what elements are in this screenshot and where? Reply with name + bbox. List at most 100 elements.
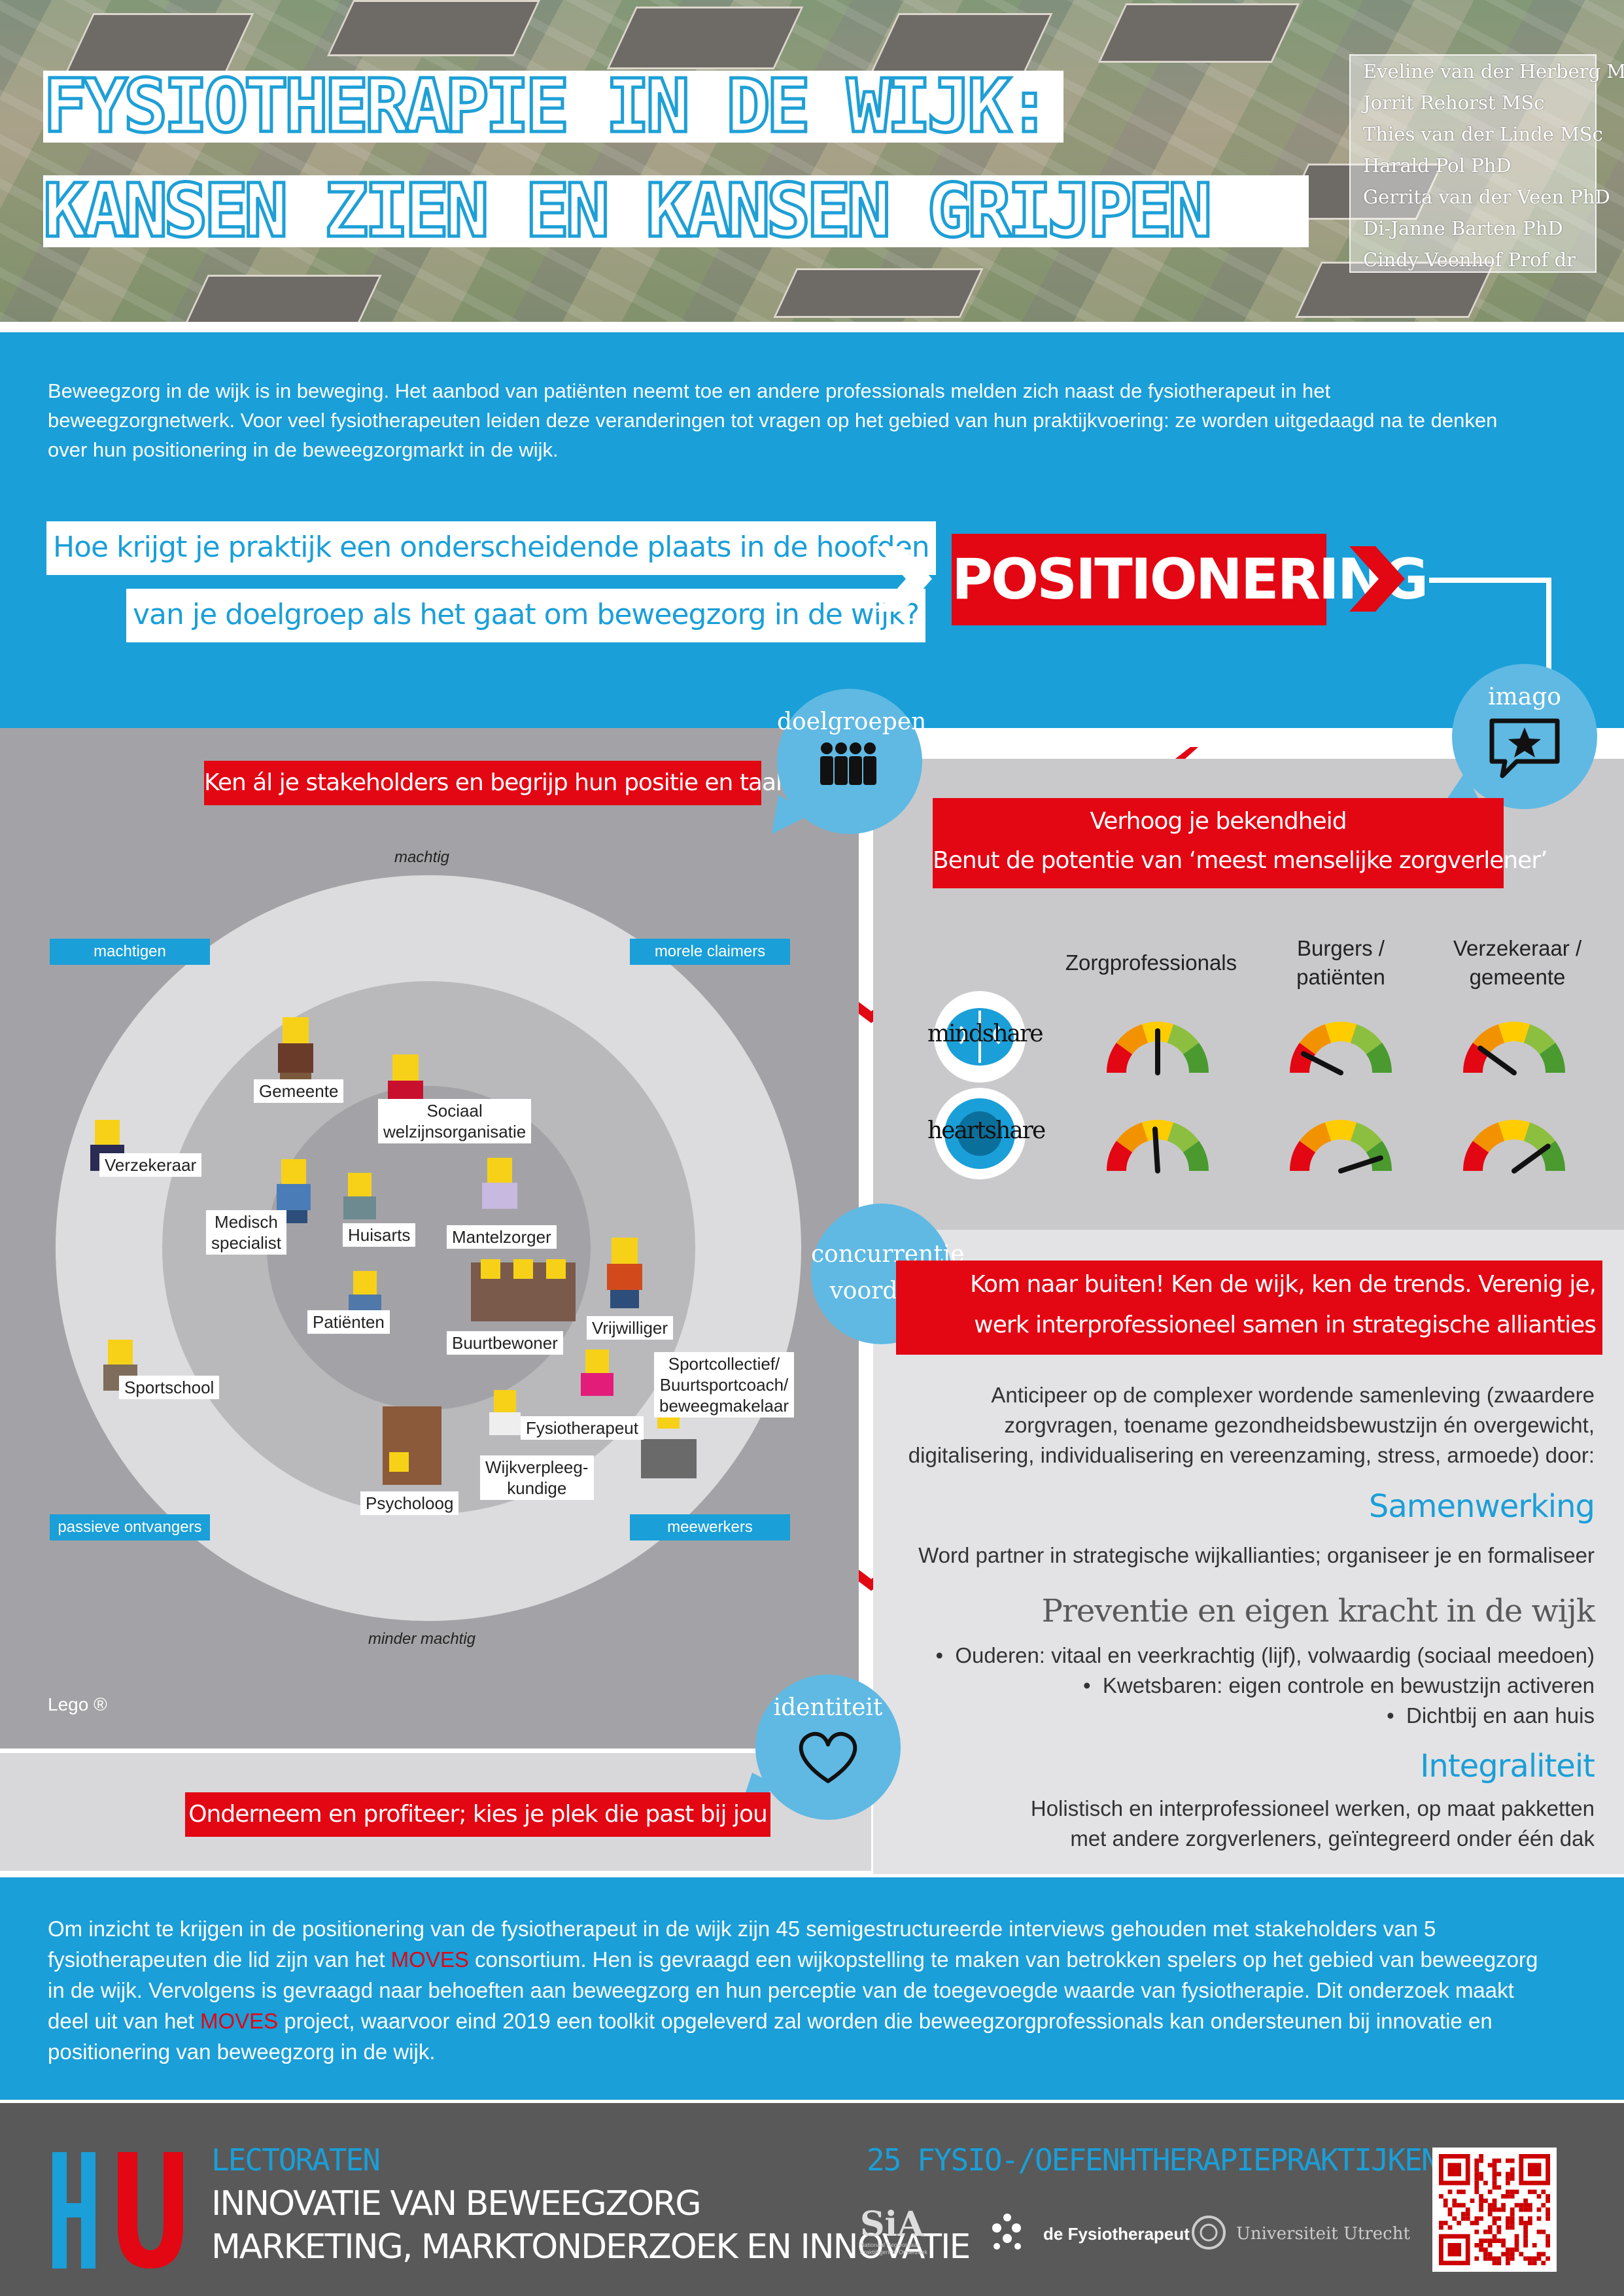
identiteit-banner: Onderneem en profiteer; kies je plek die…	[185, 1792, 770, 1837]
gauge-needle	[1152, 1126, 1160, 1174]
gauge-mindshare-0	[1107, 1022, 1209, 1075]
title-line-2: KANSEN ZIEN EN KANSEN GRIJPEN	[42, 169, 1214, 254]
fysio-dots-icon	[992, 2214, 1021, 2250]
bubble-doelgroepen-label: doelgroepen	[777, 708, 927, 735]
figure-label-buurtbewoner: Buurtbewoner	[447, 1331, 563, 1355]
qr-code[interactable]	[1432, 2148, 1557, 2272]
uu-logo: Universiteit Utrecht	[1236, 2224, 1410, 2244]
author: Gerrita van der Veen PhD	[1363, 186, 1610, 208]
anticipeer-line3: digitalisering, individualisering en ver…	[908, 1443, 1595, 1467]
gauge-segment	[1183, 1043, 1209, 1073]
star-speech-icon	[1489, 718, 1560, 778]
quadrant-machtigen: machtigen	[50, 939, 210, 965]
preventie-bullet-2: • Kwetsbaren: eigen controle en bewustzi…	[1083, 1673, 1595, 1697]
concurrentie-banner-line1: Kom naar buiten! Ken de wijk, ken de tre…	[970, 1271, 1597, 1298]
gauge-segment	[1366, 1043, 1392, 1073]
gauge-segment	[1167, 1024, 1200, 1054]
question-line-2: van je doelgroep als het gaat om beweegz…	[126, 589, 926, 642]
figure-label-sociaal: Sociaal welzijnsorganisatie	[378, 1099, 532, 1143]
gauge-segment	[1523, 1024, 1556, 1054]
integraliteit-line2: met andere zorgverleners, geïntegreerd o…	[1070, 1826, 1595, 1851]
fysiotherapeut-logo: de Fysiotherapeut	[1043, 2224, 1190, 2244]
red-chevron-icon	[1349, 546, 1405, 612]
imago-banner: Verhoog je bekendheid Benut de potentie …	[933, 798, 1548, 888]
bubble-identiteit-label: identiteit	[773, 1694, 883, 1721]
gauge-grid	[1107, 1022, 1565, 1174]
author: Thies van der Linde MSc	[1363, 123, 1603, 145]
brain-icon	[946, 1008, 1014, 1066]
sia-text: SiA	[860, 2204, 924, 2244]
integraliteit-line1: Holistisch en interprofessioneel werken,…	[1030, 1796, 1595, 1820]
lectoraat-line-1: INNOVATIE VAN BEWEEGZORG	[211, 2184, 702, 2223]
mindshare-circle	[934, 991, 1026, 1083]
gauge-needle	[1477, 1045, 1517, 1075]
preventie-bullets: • Ouderen: vitaal en veerkrachtig (lijf)…	[890, 1641, 1595, 1731]
method-band	[0, 1877, 1624, 2100]
figure-label-patienten: Patiënten	[307, 1310, 390, 1334]
gauge-segment	[1472, 1122, 1505, 1153]
bullet-text: Ouderen: vitaal en veerkrachtig (lijf), …	[955, 1643, 1595, 1667]
method-text: Om inzicht te krijgen in de positionerin…	[48, 1913, 1552, 2067]
moves-highlight: MOVES	[200, 2009, 279, 2033]
sia-logo: SiA Nationaal Regieorgaan Praktijkgerich…	[860, 2208, 991, 2260]
integraliteit-heading: Integraliteit	[1420, 1748, 1595, 1784]
house-roof	[773, 268, 984, 318]
method-text-part: . Hen is gevraagd een wijkopstelling te …	[48, 1947, 1538, 2033]
gauge-segment	[1350, 1024, 1383, 1054]
figure-label-gemeente: Gemeente	[254, 1079, 344, 1103]
house-roof	[606, 7, 804, 69]
gauge-segment	[1290, 1043, 1316, 1073]
gauge-needle	[1512, 1143, 1551, 1174]
stakeholder-banner: Ken ál je stakeholders en begrijp hun po…	[204, 761, 782, 805]
heart-icon	[799, 1731, 857, 1783]
anticipeer-line1: Anticipeer op de complexer wordende same…	[991, 1383, 1595, 1407]
quadrant-passieve-ontvangers: passieve ontvangers	[50, 1514, 210, 1540]
author: Cindy Veenhof Prof dr	[1363, 249, 1576, 271]
row-heartshare: heartshare	[927, 1117, 1046, 1144]
question-line-1: Hoe krijgt je praktijk een onderscheiden…	[46, 521, 936, 575]
gauge-segment	[1324, 1022, 1357, 1043]
author: Harald Pol PhD	[1363, 154, 1512, 177]
bubble-tail	[772, 795, 811, 834]
title-box-2: KANSEN ZIEN EN KANSEN GRIJPEN	[42, 169, 1309, 254]
praktijken-label: 25 FYSIO-/OEFENHTHERAPIEPRAKTIJKEN	[867, 2142, 1440, 2178]
figure-label-medisch: Medisch specialist	[206, 1210, 286, 1255]
column-zorgprofessionals: Zorgprofessionals	[1065, 950, 1237, 975]
house-roof	[184, 275, 382, 322]
white-chevron-icon	[876, 546, 932, 612]
heartshare-circle	[934, 1088, 1026, 1179]
people-group-icon	[820, 742, 876, 785]
anticipeer-text: Anticipeer op de complexer wordende same…	[890, 1380, 1595, 1470]
sia-subtitle: Nationaal Regieorgaan Praktijkgericht On…	[860, 2242, 928, 2255]
bubble-imago: imago	[1452, 664, 1597, 809]
concurrentie-banner-line2: werk interprofessioneel samen in strateg…	[974, 1312, 1597, 1338]
author: Di-Janne Barten PhD	[1363, 217, 1563, 239]
gauge-segment	[1299, 1122, 1332, 1153]
figure-label-verzekeraar: Verzekeraar	[99, 1153, 202, 1177]
quadrant-morele-claimers: morele claimers	[630, 939, 790, 965]
figure-label-vrijwilliger: Vrijwilliger	[587, 1316, 674, 1340]
imago-banner-line2: Benut de potentie van ‘meest menselijke …	[933, 847, 1548, 874]
gauge-needle	[1300, 1051, 1343, 1075]
axis-bottom-label: minder machtig	[368, 1630, 476, 1648]
anticipeer-line2: zorgvragen, toename gezondheidsbewustzij…	[1004, 1413, 1595, 1437]
lectoraten-label: LECTORATEN	[211, 2142, 381, 2178]
column-burgers: Burgers / patiënten	[1296, 936, 1385, 989]
gauge-segment	[1116, 1122, 1149, 1153]
figure-label-sportschool: Sportschool	[119, 1376, 220, 1399]
samenwerking-text: Word partner in strategische wijkalliant…	[918, 1543, 1595, 1567]
gauge-segment	[1116, 1024, 1149, 1054]
quadrant-meewerkers: meewerkers	[630, 1514, 790, 1540]
gauge-segment	[1350, 1122, 1383, 1153]
title-line-1: FYSIOTHERAPIE IN DE WIJK:	[42, 64, 1054, 149]
gauge-mindshare-1	[1290, 1022, 1392, 1075]
samenwerking-heading: Samenwerking	[1368, 1488, 1595, 1525]
intro-text: Beweegzorg in de wijk is in beweging. He…	[48, 379, 1498, 461]
gauge-segment	[1539, 1043, 1565, 1073]
preventie-bullet-3: • Dichtbij en aan huis	[1387, 1703, 1595, 1728]
author: Eveline van der Herberg MSc	[1363, 60, 1624, 82]
header-photo	[0, 0, 1624, 322]
preventie-heading: Preventie en eigen kracht in de wijk	[1041, 1593, 1595, 1629]
bullet-text: Dichtbij en aan huis	[1406, 1703, 1595, 1728]
uu-seal-icon	[1192, 2216, 1226, 2250]
